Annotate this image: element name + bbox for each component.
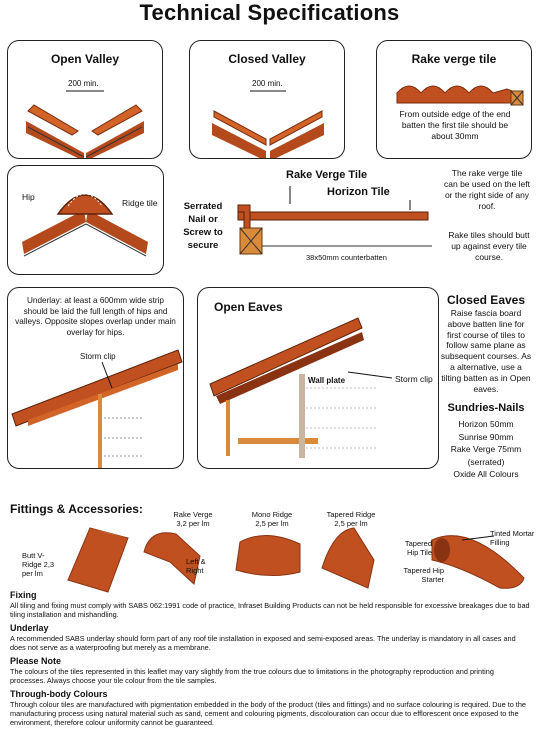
wall-plate-label: Wall plate (308, 376, 346, 385)
underlay-storm-clip-label: Storm clip (80, 352, 116, 361)
section-body: Through colour tiles are manufactured wi… (10, 700, 526, 727)
horizon-tile-label: Horizon Tile (327, 186, 390, 198)
hip-ridge-panel: Hip Ridge tile (7, 165, 164, 275)
rake-verge-fitting-label: Rake Verge 3,2 per lm (173, 510, 213, 528)
rake-side-note-1: The rake verge tile can be used on the l… (444, 168, 531, 211)
open-valley-dimension: 200 min. (68, 79, 99, 88)
open-eaves-panel: Open Eaves Storm clip Wall plate (197, 287, 439, 469)
hip-ridge-diagram (22, 193, 148, 257)
section-body: A recommended SABS underlay should form … (10, 634, 516, 652)
section-heading: Underlay (10, 623, 49, 633)
closed-eaves-text: Raise fascia board above batten line for… (440, 308, 532, 394)
section-heading: Please Note (10, 656, 62, 666)
open-valley-panel: Open Valley 200 min. (7, 40, 163, 159)
sundries-item: Rake Verge 75mm (450, 444, 522, 454)
open-eaves-title: Open Eaves (214, 300, 283, 314)
rake-side-note-2: Rake tiles should butt up against every … (448, 230, 530, 262)
closed-valley-title: Closed Valley (228, 52, 306, 66)
section-heading: Fixing (10, 590, 37, 600)
rake-verge-tile-label: Rake Verge Tile (286, 169, 368, 181)
page-title: Technical Specifications (139, 0, 400, 25)
counterbatten-label: 38x50mm counterbatten (306, 253, 387, 262)
section-body: The colours of the tiles represented in … (10, 667, 494, 685)
left-right-label: Left & Right (186, 557, 206, 575)
closed-valley-dimension: 200 min. (252, 79, 283, 88)
sundries-item: Horizon 50mm (458, 419, 514, 429)
mono-ridge-label: Mono Ridge 2,5 per lm (251, 510, 293, 528)
open-eaves-storm-clip-label: Storm clip (395, 374, 433, 384)
section-heading: Through-body Colours (10, 689, 108, 699)
closed-valley-diagram (212, 90, 324, 158)
fittings-title: Fittings & Accessories: (10, 502, 143, 516)
open-valley-diagram (26, 90, 144, 158)
serrated-nail-label: Serrated Nail or Screw to secure (183, 201, 223, 251)
tapered-ridge-label: Tapered Ridge 2,5 per lm (326, 510, 376, 528)
rake-verge-panel: Rake verge tile From outside edge of the… (376, 40, 532, 159)
tapered-hip-starter-label: Tapered Hip Starter (403, 566, 444, 584)
sundries-title: Sundries-Nails (447, 402, 525, 414)
rake-verge-note: From outside edge of the end batten the … (399, 109, 511, 141)
open-valley-title: Open Valley (50, 52, 120, 66)
sundries-item: Sunrise 90mm (458, 431, 514, 442)
underlay-panel-text: Underlay: at least a 600mm wide strip sh… (15, 296, 176, 337)
rake-verge-diagram (396, 85, 524, 106)
sundries-item: Oxide All Colours (453, 469, 519, 479)
tapered-hip-tile-label: Tapered Hip Tile (404, 539, 432, 557)
sundries-item: (serrated) (467, 456, 505, 467)
rake-verge-title: Rake verge tile (411, 52, 497, 66)
underlay-diagram (11, 349, 183, 468)
closed-valley-panel: Closed Valley 200 min. (189, 40, 345, 159)
ridge-tile-label: Ridge tile (122, 198, 158, 208)
open-eaves-diagram (209, 317, 393, 458)
underlay-panel: Underlay: at least a 600mm wide strip sh… (7, 287, 184, 469)
butt-v-ridge-label: Butt V-Ridge 2,3 per lm (22, 551, 55, 578)
tinted-mortar-label: Tinted Mortar Filling (490, 529, 535, 547)
closed-eaves-title: Closed Eaves (446, 293, 526, 307)
sundries-list: Horizon 50mm Sunrise 90mm Rake Verge 75m… (440, 418, 532, 481)
hip-label: Hip (22, 192, 35, 202)
section-body: All tiling and fixing must comply with S… (10, 601, 530, 619)
